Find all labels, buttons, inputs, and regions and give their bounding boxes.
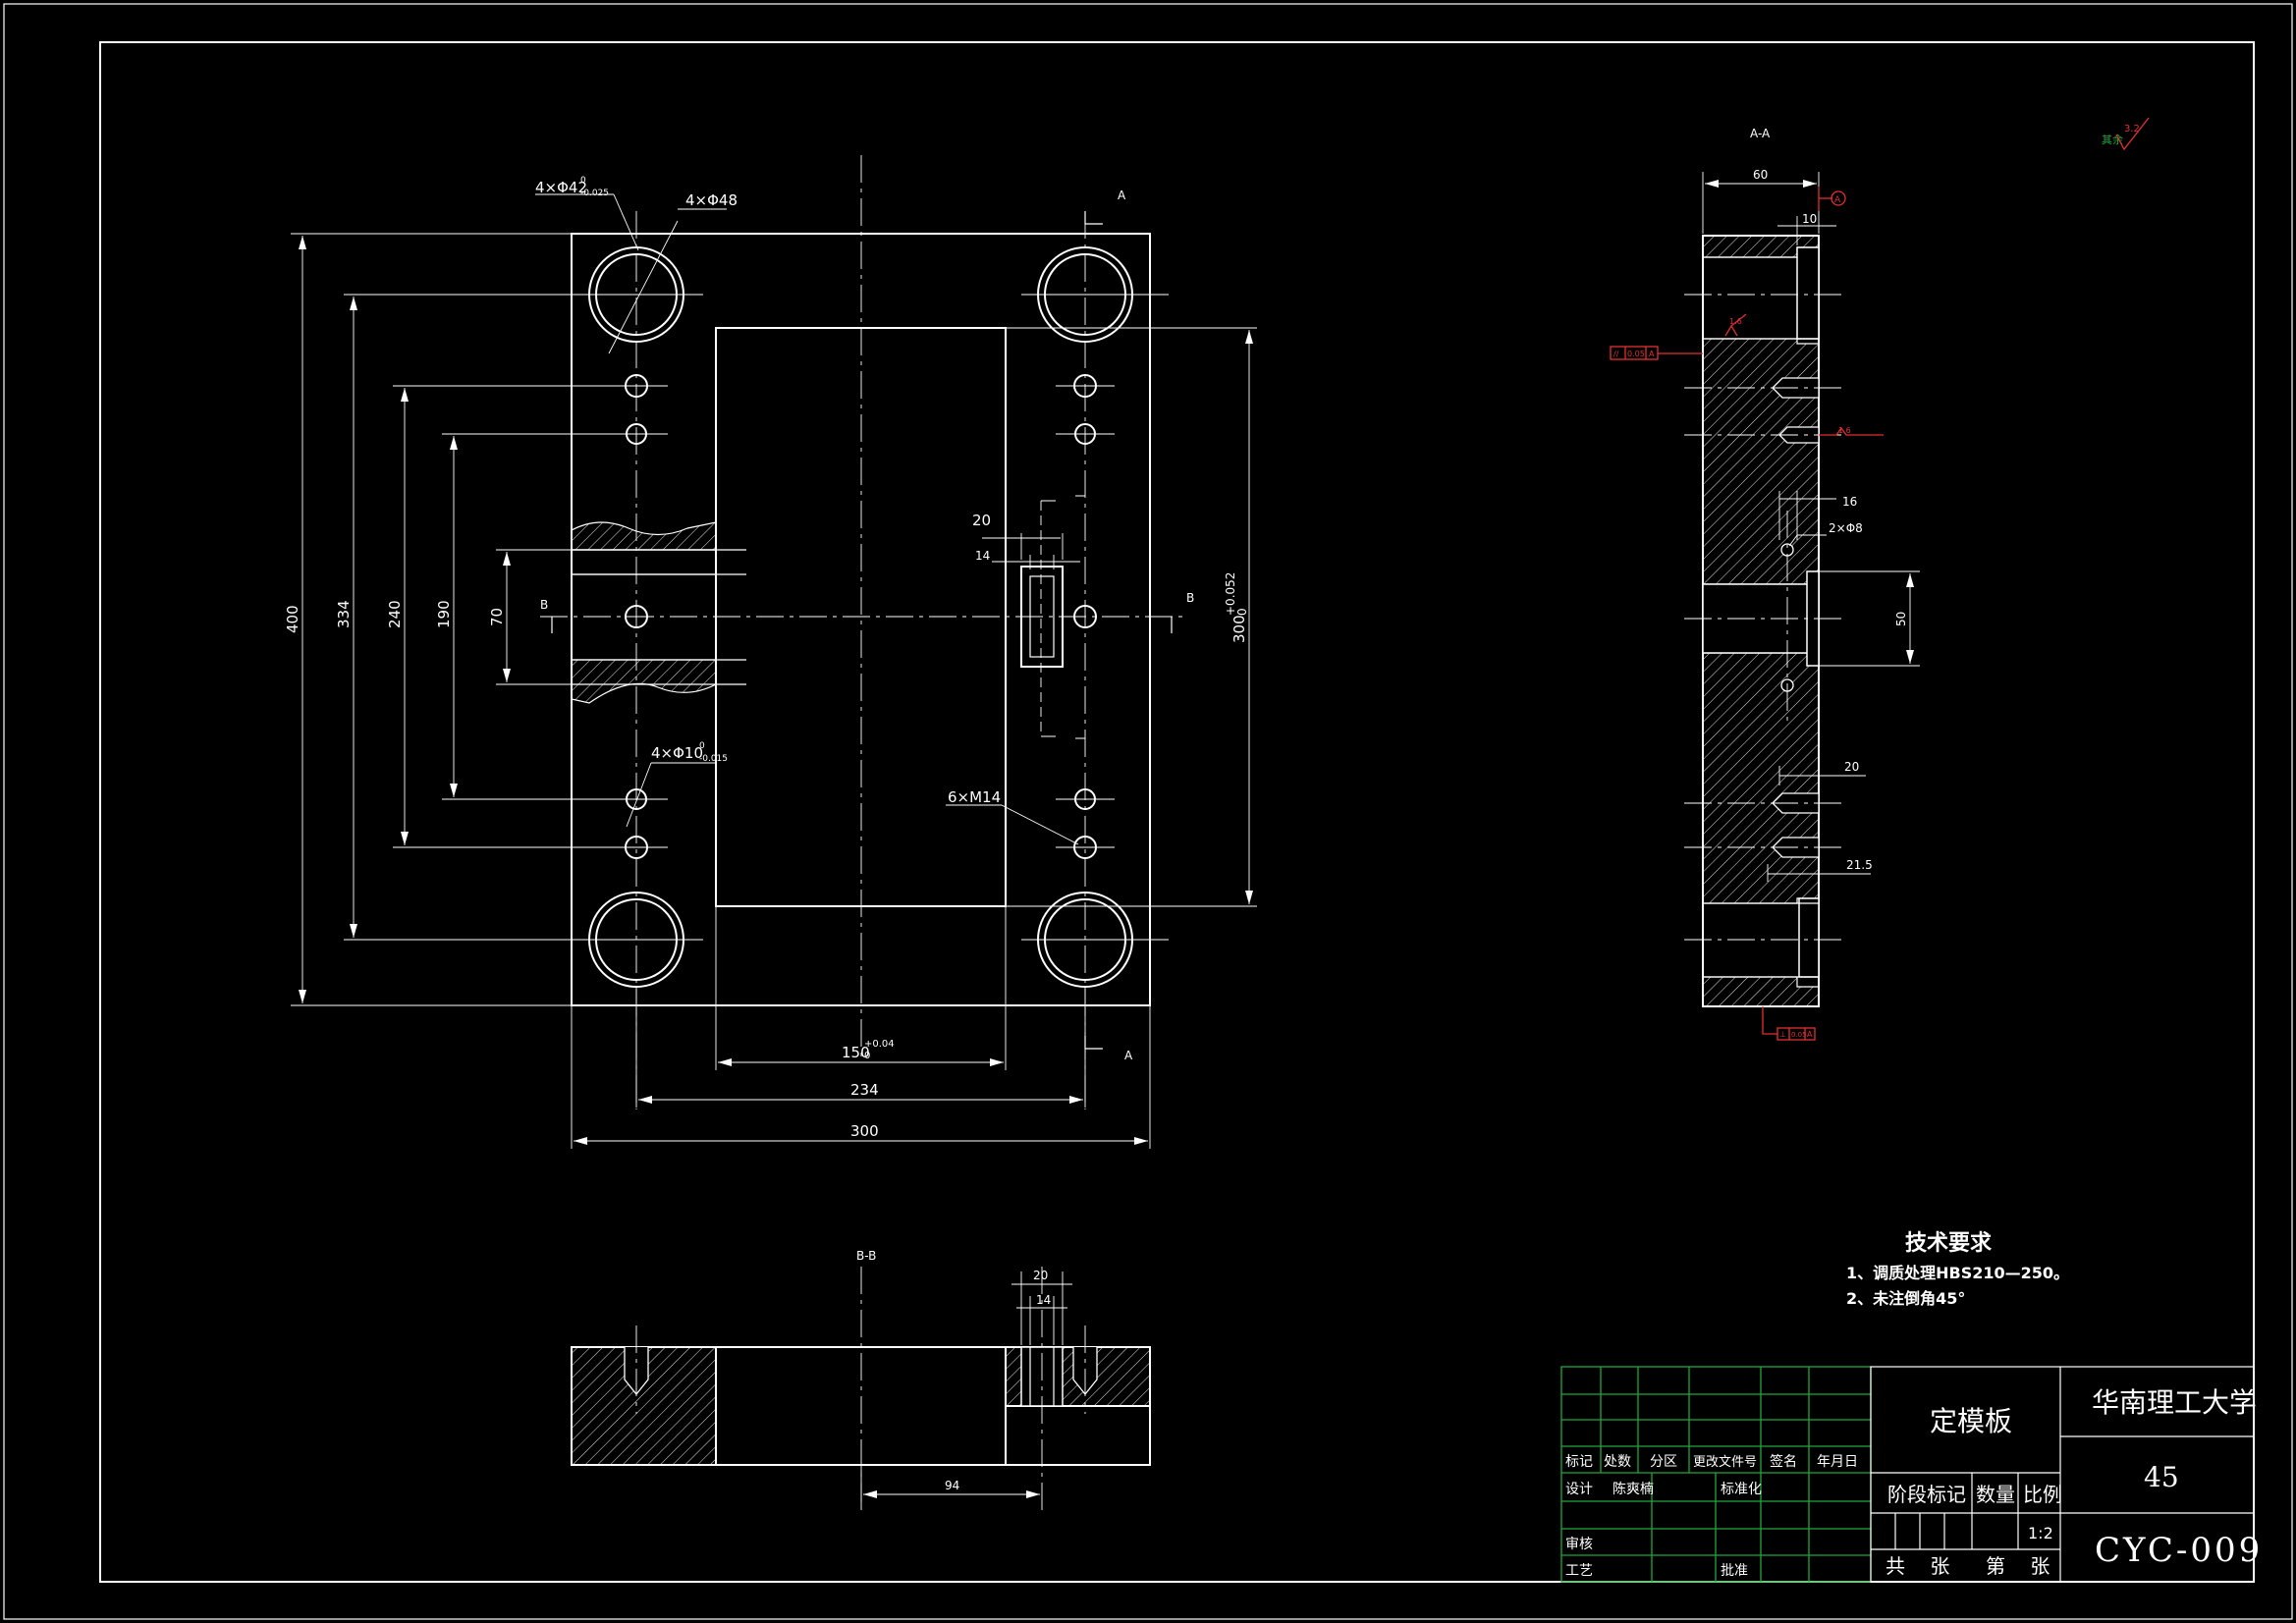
drawing-frame — [99, 41, 2255, 1583]
title-block: 定模板 华南理工大学 45 CYC-009 阶段标记 数量 比例 1:2 共 张… — [1560, 1366, 2263, 1583]
section-aa-title: A-A — [1750, 127, 1771, 140]
tb-standard: 标准化 — [1721, 1482, 1762, 1497]
callout-thread: 6×M14 — [948, 788, 1001, 806]
drawing-number: CYC-009 — [2095, 1531, 2263, 1570]
gate-slot — [1020, 495, 1085, 739]
scale-label: 比例 — [2023, 1483, 2062, 1506]
tb-design: 设计 — [1565, 1482, 1593, 1497]
section-aa-view: A-A — [1610, 127, 1920, 1041]
bb-dim-94: 94 — [945, 1479, 959, 1492]
aa-dim-60: 60 — [1753, 168, 1768, 182]
tb-process: 工艺 — [1565, 1563, 1593, 1579]
dim-400: 400 — [284, 605, 301, 633]
tb-zone: 分区 — [1650, 1454, 1677, 1470]
qty-label: 数量 — [1976, 1483, 2015, 1506]
roughness-b: 1.6 — [1838, 426, 1851, 435]
cooling-channel-section — [571, 521, 746, 704]
bb-dim-14: 14 — [1036, 1293, 1051, 1307]
tb-review: 审核 — [1565, 1537, 1593, 1552]
section-bb-view: B-B 20 14 94 — [571, 1249, 1151, 1512]
bb-dim-20: 20 — [1033, 1269, 1048, 1282]
dim-300-tol-low: 0 — [1235, 608, 1249, 616]
tb-designer: 陈爽楠 — [1613, 1481, 1654, 1497]
svg-text:A: A — [1807, 1030, 1813, 1039]
svg-text:0.05: 0.05 — [1791, 1031, 1807, 1039]
section-mark-b-left: B — [540, 598, 548, 612]
dim-150-tol-up: +0.04 — [864, 1039, 895, 1050]
callout-large-hole-tol-up: 0 — [580, 176, 586, 186]
general-roughness-symbol: 其余 3.2 — [2102, 117, 2150, 151]
stage-label: 阶段标记 — [1887, 1483, 1966, 1506]
material: 45 — [2144, 1461, 2179, 1493]
svg-text://: // — [1613, 350, 1619, 358]
aa-dim-16: 16 — [1842, 495, 1857, 509]
tb-approve: 批准 — [1721, 1563, 1748, 1579]
datum-a-label: A — [1834, 195, 1841, 205]
dim-300-vertical: 300 — [1230, 615, 1248, 643]
central-pocket — [715, 327, 1007, 907]
dim-14-slot: 14 — [975, 549, 990, 563]
callout-large-hole-outer: 4×Φ48 — [685, 191, 738, 209]
dim-300: 300 — [850, 1122, 879, 1140]
callout-small-hole-tol: 4×Φ10 — [651, 744, 703, 762]
dim-190: 190 — [435, 600, 453, 628]
tech-req-item-1: 1、调质处理HBS210—250。 — [1846, 1264, 2069, 1282]
school-name: 华南理工大学 — [2092, 1386, 2257, 1419]
sheet-outer-border — [3, 3, 2293, 1620]
dim-20-slot: 20 — [972, 512, 991, 529]
dim-150-tol-low: 0 — [864, 1051, 870, 1061]
section-mark-a-bottom: A — [1124, 1049, 1133, 1062]
plate-outline — [571, 233, 1151, 1006]
dim-234: 234 — [850, 1081, 879, 1099]
sheet-number: 第 张 — [1986, 1554, 2050, 1578]
scale-value: 1:2 — [2028, 1524, 2053, 1542]
part-name: 定模板 — [1930, 1405, 2012, 1437]
aa-dim-20: 20 — [1844, 760, 1859, 774]
aa-dim-10: 10 — [1802, 212, 1817, 226]
tb-count: 处数 — [1604, 1454, 1631, 1470]
technical-requirements: 技术要求 1、调质处理HBS210—250。 2、未注倒角45° — [1846, 1231, 2069, 1308]
dim-334: 334 — [335, 600, 353, 628]
svg-text:⊥: ⊥ — [1779, 1030, 1786, 1039]
dim-70: 70 — [488, 608, 506, 626]
sheets-total: 共 张 — [1886, 1554, 1949, 1578]
section-mark-a-top: A — [1118, 189, 1126, 202]
svg-text:3.2: 3.2 — [2124, 124, 2140, 135]
callout-small-hole-tol-low: -0.015 — [699, 754, 728, 764]
aa-dim-50: 50 — [1894, 612, 1908, 626]
guide-hole-top-right — [1021, 246, 1169, 343]
section-mark-b-right: B — [1186, 591, 1194, 605]
tb-date: 年月日 — [1817, 1454, 1858, 1470]
vertical-dimensions — [291, 233, 1257, 1006]
tech-req-title: 技术要求 — [1905, 1231, 1992, 1256]
svg-text:0.05: 0.05 — [1627, 350, 1645, 358]
main-view: A A B B 400 334 — [284, 155, 1257, 1149]
tb-change-doc: 更改文件号 — [1693, 1455, 1757, 1470]
roughness-a: 1.6 — [1729, 317, 1742, 326]
callout-large-hole-tol-low: -0.025 — [580, 189, 609, 198]
horizontal-dimensions — [571, 533, 1151, 1149]
tech-req-item-2: 2、未注倒角45° — [1846, 1289, 1965, 1308]
aa-dim-21-5: 21.5 — [1846, 858, 1873, 872]
section-bb-title: B-B — [856, 1249, 876, 1263]
dim-150: 150 — [842, 1044, 870, 1061]
tb-sign: 签名 — [1770, 1453, 1797, 1470]
callout-large-hole-tol: 4×Φ42 — [535, 179, 587, 196]
svg-text:A: A — [1649, 350, 1655, 358]
parallel-tolerance-frame: // 0.05 A — [1610, 346, 1703, 360]
dim-240: 240 — [386, 600, 404, 628]
svg-text:其余: 其余 — [2102, 133, 2123, 146]
aa-dim-holes: 2×Φ8 — [1829, 521, 1863, 535]
tb-mark: 标记 — [1565, 1454, 1593, 1470]
perpendicular-tolerance-frame: ⊥ 0.05 A — [1762, 1006, 1816, 1041]
dim-300-tol-up: +0.052 — [1224, 572, 1237, 616]
callout-small-hole-tol-up: 0 — [699, 741, 705, 751]
